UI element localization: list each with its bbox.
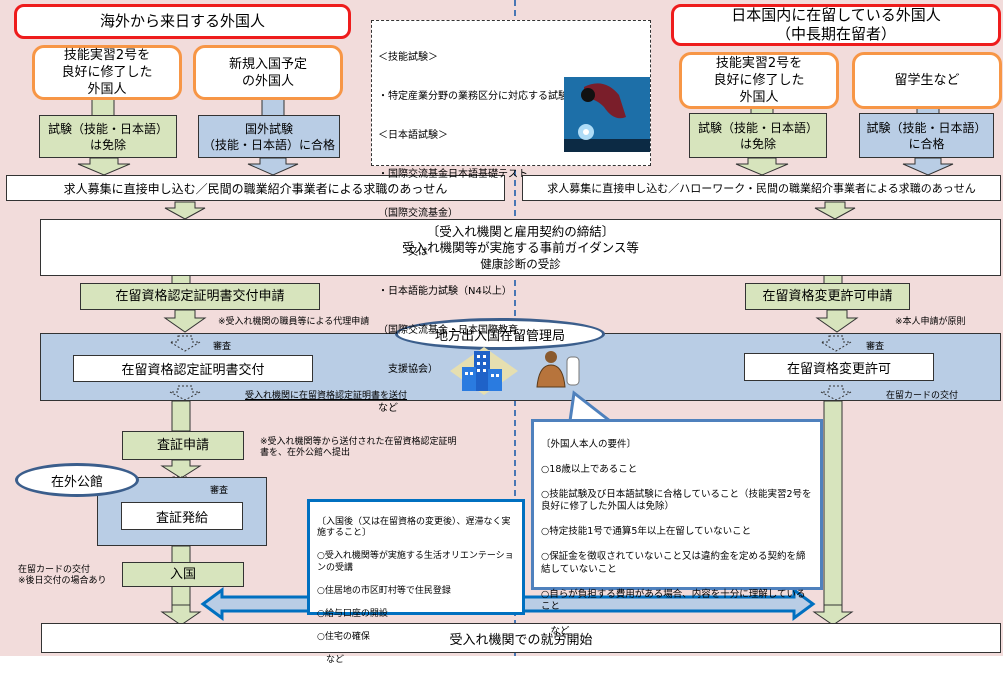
requirement-item: ○特定技能1号で通算5年以上在留していないこと [541, 526, 752, 537]
building-icon [450, 347, 518, 395]
arrowhead-layer [77, 157, 954, 626]
down-arrow-icon [814, 201, 856, 220]
dotted-down-arrow-icon [168, 335, 202, 352]
exam-info-line: ・日本語能力試験（N4以上） [378, 286, 512, 297]
contract-title: 〔受入れ機関と雇用契約の締結〕 [426, 223, 615, 239]
requirements-title: 〔外国人本人の要件〕 [541, 438, 637, 450]
requirement-item: ○保証金を徴収されていないこと又は違約金を定める契約を締結していないこと [541, 551, 806, 575]
dotted-down-arrow-icon [169, 385, 201, 401]
requirement-item: ○技能試験及び日本語試験に合格していること（技能実習2号を良好に修了した外国人は… [541, 488, 812, 513]
dotted-down-arrow-icon [819, 335, 853, 352]
exam-info-box: ＜技能試験＞ ・特定産業分野の業務区分に対応する試験 ＜日本語試験＞ ・国際交流… [371, 20, 651, 414]
right-change-permission: 在留資格変更許可 [744, 353, 934, 381]
exam-info-line: など [378, 403, 398, 414]
left-source-new-entrant: 新規入国予定 の外国人 [193, 45, 343, 100]
exam-info-line: ・特定産業分野の業務区分に対応する試験 [378, 91, 568, 102]
down-arrow-icon [163, 309, 207, 333]
right-review-label: 審査 [866, 342, 885, 352]
right-exam-exempt: 試験（技能・日本語） は免除 [689, 113, 827, 158]
employment-start-box: 受入れ機関での就労開始 [41, 623, 1001, 653]
post-entry-item: ○住宅の確保 [317, 631, 370, 642]
requirement-item: ○18歳以上であること [541, 463, 638, 475]
left-review-label: 審査 [213, 342, 232, 352]
post-entry-item: ○給与口座の開設 [317, 608, 388, 619]
down-arrow-icon [735, 157, 789, 176]
post-entry-callout: 〔入国後（又は在留資格の変更後）、遅滞なく実施すること〕 ○受入れ機関等が実施す… [307, 499, 525, 665]
left-exam-exempt: 試験（技能・日本語） は免除 [39, 115, 177, 158]
left-exam-overseas: 国外試験 （技能・日本語）に合格 [198, 115, 340, 158]
exam-info-line: （国際交流基金） [378, 208, 458, 219]
left-send-note: 受入れ機関に在留資格認定証明書を送付 [245, 391, 408, 401]
exam-info-line: ＜技能試験＞ [378, 52, 438, 63]
right-source-students: 留学生など [852, 52, 1002, 109]
visa-issuance: 査証発給 [121, 502, 243, 530]
down-arrow-icon [815, 309, 859, 333]
down-arrow-icon [160, 459, 202, 479]
immigration-bureau-label: 地方出入国在留管理局 [395, 318, 605, 350]
requirements-callout: 〔外国人本人の要件〕 ○18歳以上であること ○技能試験及び日本語試験に合格して… [531, 419, 823, 637]
contract-guidance: 受入れ機関等が実施する事前ガイダンス等 [402, 239, 639, 255]
left-coe-application: 在留資格認定証明書交付申請 [80, 283, 320, 310]
embassy-review-label: 審査 [210, 486, 229, 496]
entry-box: 入国 [122, 562, 244, 587]
visa-application-note: ※受入れ機関等から送付された在留資格認定証明 書を、在外公館へ提出 [260, 437, 457, 458]
right-card-note: 在留カードの交付 [886, 391, 959, 401]
post-entry-item: ○受入れ機関等が実施する生活オリエンテーションの受講 [317, 551, 514, 573]
dotted-down-arrow-icon [820, 385, 852, 401]
right-apply-note: ※本人申請が原則 [895, 317, 966, 327]
right-change-application: 在留資格変更許可申請 [745, 283, 910, 310]
residence-card-note: 在留カードの交付 ※後日交付の場合あり [18, 565, 107, 586]
left-source-trainee: 技能実習2号を 良好に修了した 外国人 [32, 45, 182, 100]
down-arrow-icon [160, 604, 202, 626]
exam-info-line: ・国際交流基金日本語基礎テスト [378, 169, 528, 180]
employment-contract-box: 〔受入れ機関と雇用契約の締結〕 受入れ機関等が実施する事前ガイダンス等 健康診断… [40, 219, 1001, 276]
requirement-item: ○自らが負担する費用がある場合、内容を十分に理解していること [541, 588, 806, 613]
left-apply-note: ※受入れ機関の職員等による代理申請 [218, 317, 370, 327]
right-exam-passed: 試験（技能・日本語） に合格 [859, 113, 994, 158]
exam-info-line: 又は [378, 247, 428, 258]
right-recruitment-bar: 求人募集に直接申し込む／ハローワーク・民間の職業紹介事業者による求職のあっせん [522, 175, 1001, 201]
right-source-trainee: 技能実習2号を 良好に修了した 外国人 [679, 52, 839, 109]
exam-info-line: （国際交流基金・日本国際教育 [378, 325, 518, 336]
right-header: 日本国内に在留している外国人 （中長期在留者） [671, 4, 1001, 46]
welder-illustration-icon [564, 77, 650, 152]
left-coe-issuance: 在留資格認定証明書交付 [73, 355, 313, 382]
down-arrow-icon [247, 157, 299, 176]
contract-health-check: 健康診断の受診 [480, 256, 561, 271]
exam-info-line: ＜日本語試験＞ [378, 130, 448, 141]
down-arrow-icon [77, 157, 131, 176]
post-entry-title: 〔入国後（又は在留資格の変更後）、遅滞なく実施すること〕 [317, 516, 511, 539]
down-arrow-icon [164, 201, 206, 220]
left-header: 海外から来日する外国人 [14, 4, 351, 39]
visa-application: 査証申請 [122, 431, 244, 460]
requirement-item: など [541, 626, 570, 637]
down-arrow-icon [902, 157, 954, 176]
left-recruitment-bar: 求人募集に直接申し込む／民間の職業紹介事業者による求職のあっせん [6, 175, 505, 201]
post-entry-item: など [317, 654, 345, 665]
post-entry-item: ○住居地の市区町村等で住民登録 [317, 585, 451, 596]
officer-icon [536, 351, 580, 388]
embassy-label: 在外公館 [15, 463, 139, 497]
down-arrow-icon [812, 604, 854, 626]
exam-info-line: 支援協会） [378, 364, 438, 375]
